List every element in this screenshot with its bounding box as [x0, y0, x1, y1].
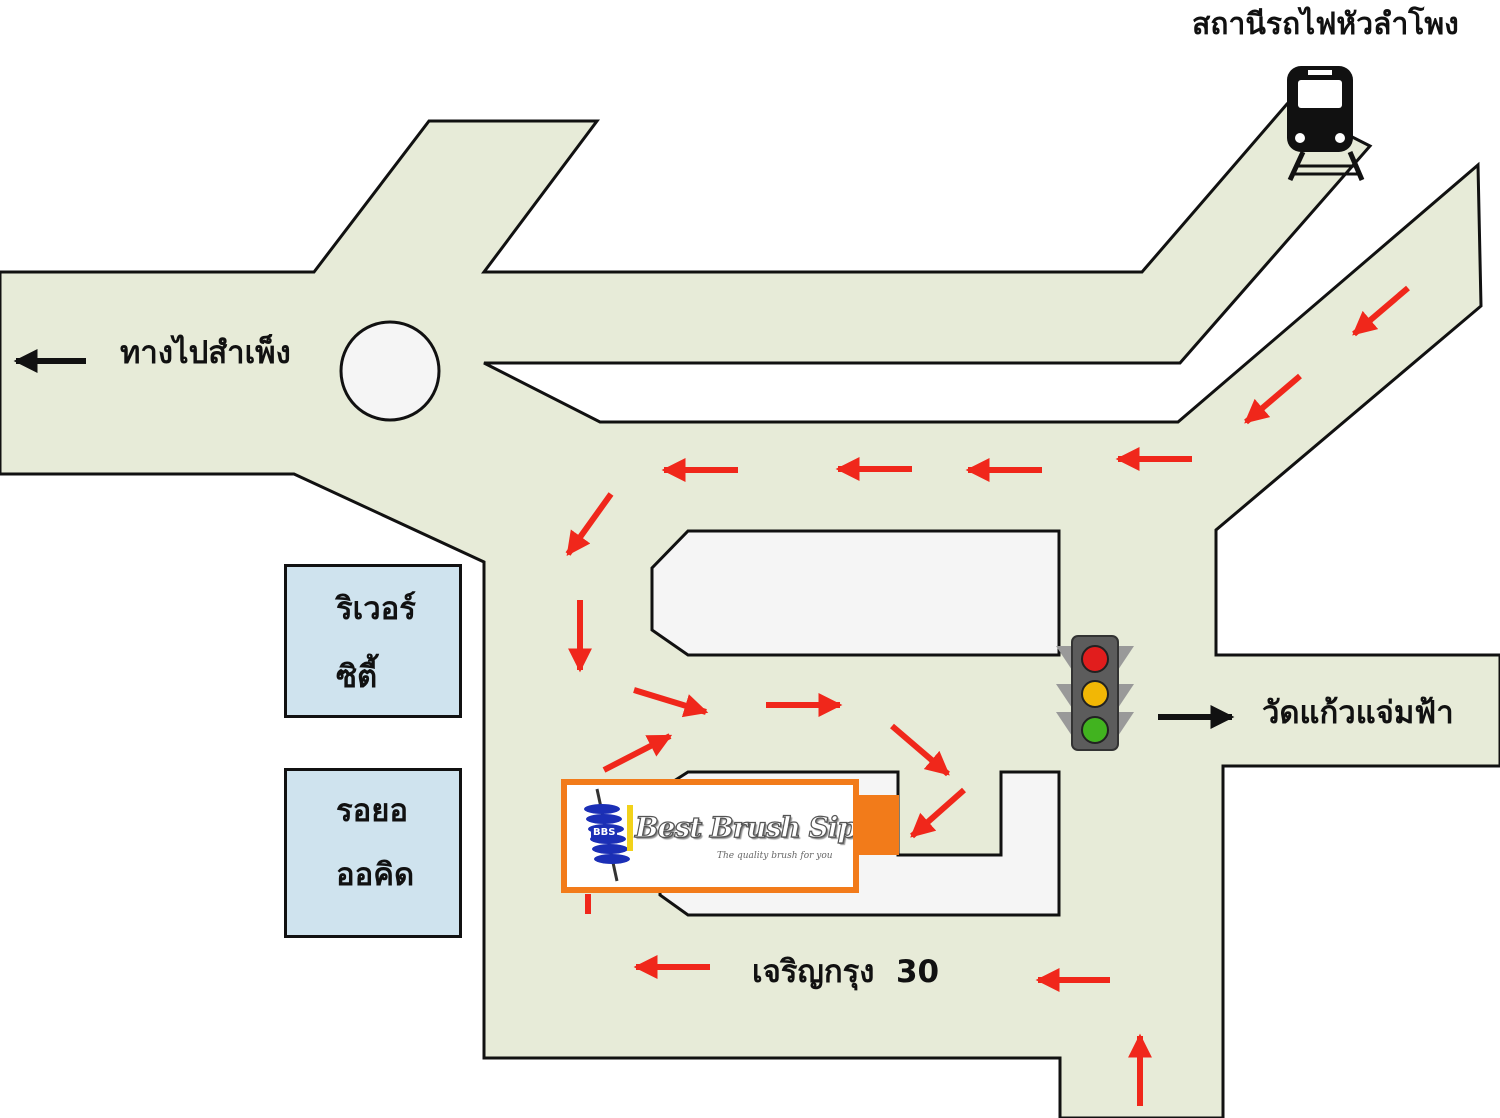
logo-tagline: The quality brush for you — [717, 851, 833, 861]
red-arrow-icon — [1244, 373, 1302, 425]
best-brush-logo: BBS Best Brush Siphaya The quality brush… — [561, 779, 859, 893]
logo-title: Best Brush Siphaya — [634, 810, 857, 844]
label-to-sampeng: ทางไปสำเพ็ง — [120, 335, 291, 371]
label-train-station: สถานีรถไฟหัวลำโพง — [1192, 7, 1459, 42]
label-river-city-1: ริเวอร์ — [336, 591, 416, 627]
building-royal-orchid — [284, 768, 462, 938]
label-road-name: เจริญกรุง 30 — [752, 954, 940, 990]
red-arrow-icon — [633, 687, 709, 718]
red-arrow-icon — [890, 723, 950, 777]
label-royal-orchid-2: ออคิด — [336, 857, 415, 893]
red-arrow-icon — [1352, 285, 1410, 337]
label-wat-kaew: วัดแก้วแจ่มฟ้า — [1262, 695, 1454, 731]
logo-tab — [855, 795, 899, 855]
roundabout-circle — [339, 320, 441, 422]
logo-badge: BBS — [591, 827, 618, 838]
black-arrow-icon — [13, 349, 1235, 729]
red-arrow-icon — [602, 733, 673, 773]
traffic-light-icon — [1056, 635, 1134, 751]
label-royal-orchid-1: รอยอ — [336, 793, 409, 829]
red-arrow-icon — [910, 787, 966, 839]
red-arrow-icon — [565, 492, 614, 556]
inner-block-north — [650, 529, 1061, 657]
building-river-city — [284, 564, 462, 718]
train-icon — [1287, 66, 1365, 182]
label-river-city-2: ซิตี้ — [336, 659, 378, 695]
route-arrows — [565, 285, 1410, 1106]
